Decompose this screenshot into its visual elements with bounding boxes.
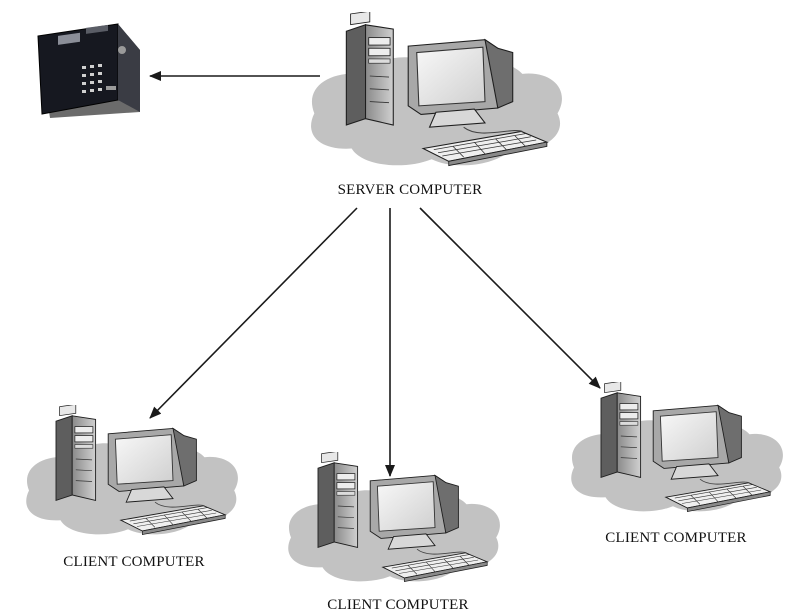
- client-workstation-icon: [570, 382, 784, 513]
- arrow-server-to-client-right: [419, 207, 601, 389]
- server-label: SERVER COMPUTER: [338, 182, 483, 198]
- client-workstation-icon: [287, 452, 501, 583]
- client-label-middle: CLIENT COMPUTER: [327, 597, 468, 613]
- server-workstation-icon: [310, 12, 563, 167]
- client-workstation-icon: [25, 405, 239, 536]
- client-label-right: CLIENT COMPUTER: [605, 530, 746, 546]
- arrow-server-to-client-left: [149, 207, 358, 419]
- client-label-left: CLIENT COMPUTER: [63, 554, 204, 570]
- biometric-access-terminal-icon: [37, 23, 140, 118]
